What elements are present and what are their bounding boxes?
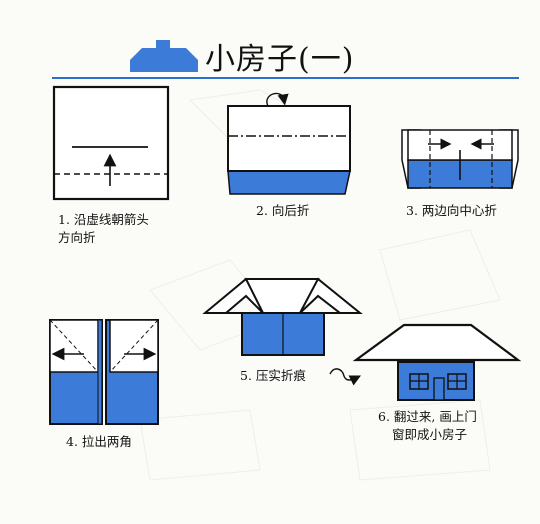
step6-caption-line1: 6. 翻过来, 画上门: [378, 409, 477, 424]
step1-diagram: [52, 85, 170, 201]
step3-caption: 3. 两边向中心折: [406, 203, 497, 218]
title-underline: [52, 77, 519, 79]
step6-diagram: [329, 323, 522, 401]
step6-caption-line2: 窗即成小房子: [392, 427, 468, 442]
house-title-icon: [130, 40, 198, 72]
step3-diagram: [401, 129, 519, 189]
step4-diagram: [49, 319, 159, 425]
step4-caption: 4. 拉出两角: [66, 434, 132, 449]
step1-caption-line2: 方向折: [58, 230, 96, 245]
step2-diagram: [227, 92, 351, 195]
step2-caption: 2. 向后折: [256, 203, 310, 218]
step5-diagram: [202, 277, 363, 356]
step1-caption-line1: 1. 沿虚线朝箭头: [58, 212, 149, 227]
house-window-right: [447, 373, 467, 390]
step5-caption: 5. 压实折痕: [240, 368, 306, 383]
house-window-left: [409, 373, 429, 390]
page-title: 小房子(一): [205, 42, 355, 77]
